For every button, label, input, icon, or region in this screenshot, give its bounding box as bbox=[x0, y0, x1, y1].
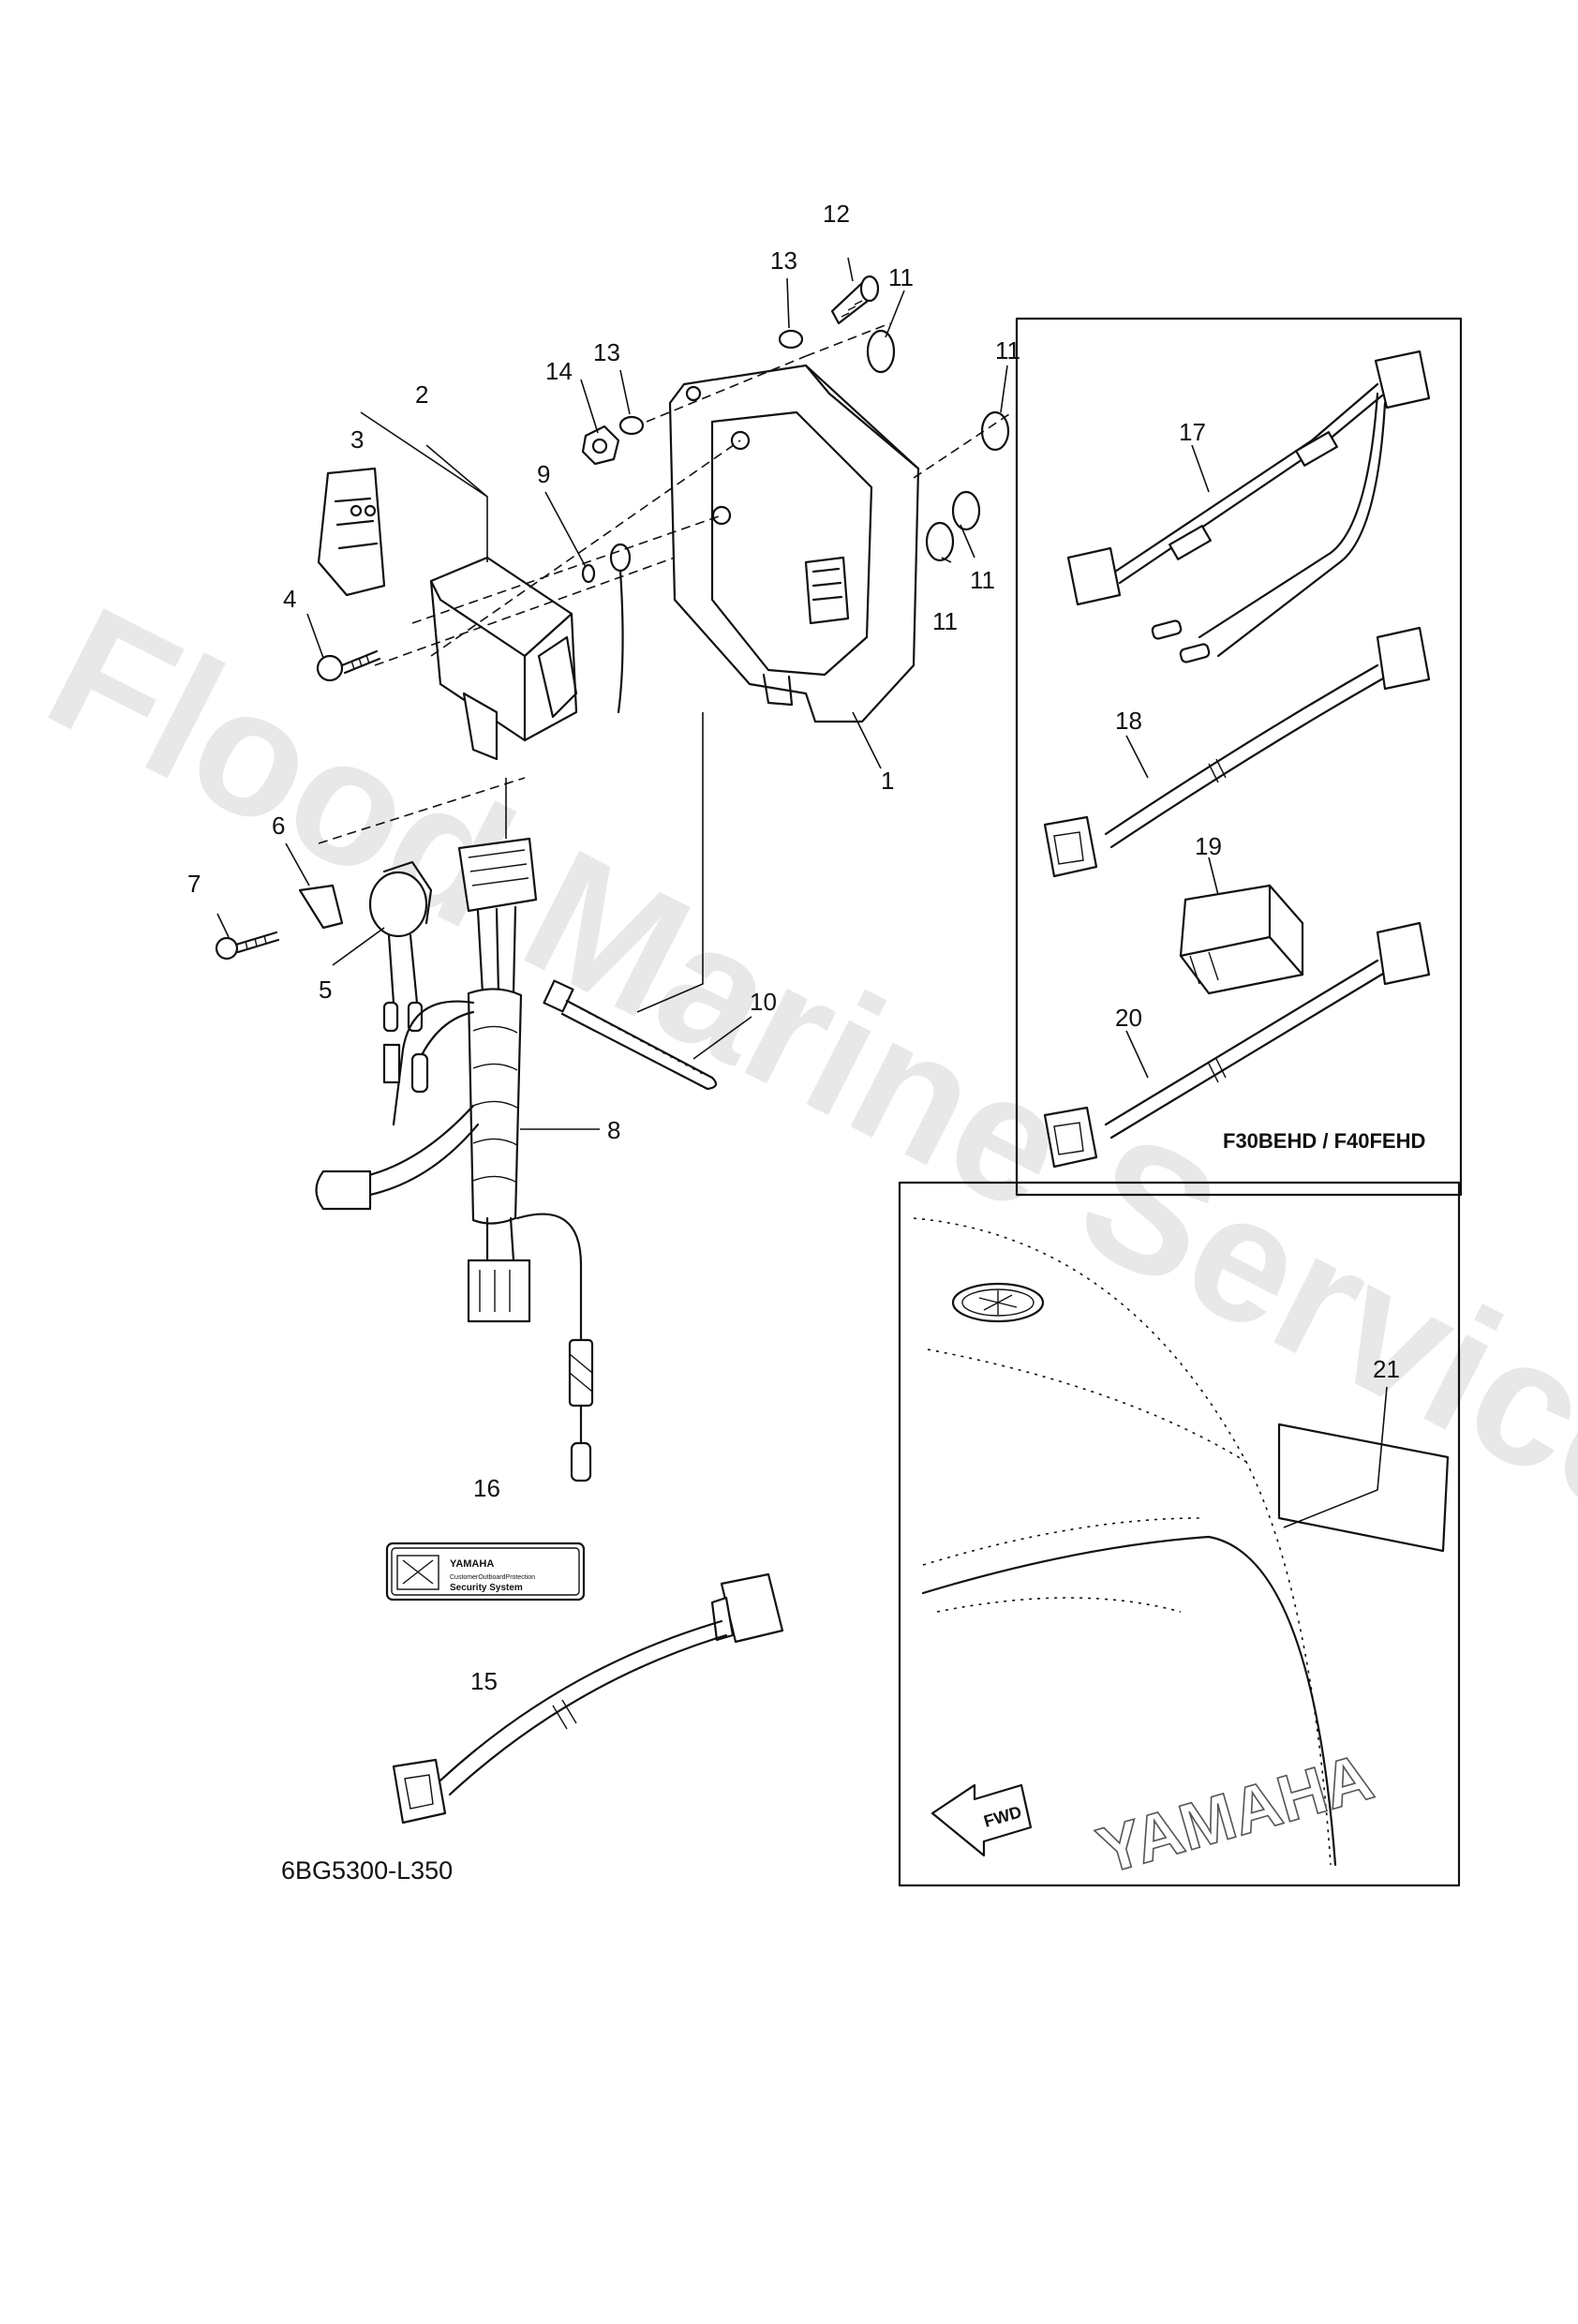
callout-17: 17 bbox=[1179, 418, 1206, 446]
decal-brand: YAMAHA bbox=[450, 1558, 494, 1570]
sensor-switch-part bbox=[215, 860, 433, 1033]
cdi-cover-part bbox=[317, 467, 386, 597]
inset-leader-lines bbox=[1125, 444, 1219, 1079]
harness-20-part bbox=[1043, 921, 1431, 1169]
callout-16: 16 bbox=[473, 1474, 500, 1502]
assembly-lines bbox=[318, 322, 1013, 1013]
inset-box: F30BEHD / F40FEHD bbox=[1015, 317, 1463, 1197]
watermark: Flood Marine Services bbox=[20, 570, 1578, 1605]
fwd-arrow-icon: FWD bbox=[930, 1783, 1033, 1857]
fasteners-part bbox=[581, 275, 880, 714]
harness-18-part bbox=[1043, 626, 1431, 878]
callout-11c: 11 bbox=[970, 566, 995, 594]
decal-line2: Security System bbox=[450, 1583, 523, 1593]
connector-19-part bbox=[1179, 884, 1304, 995]
callout-7: 7 bbox=[187, 870, 201, 898]
callout-labels: 1 2 3 4 5 6 7 8 9 10 11 11 11 11 12 13 1… bbox=[187, 200, 1400, 1695]
cowling-brand: YAMAHA bbox=[1090, 1740, 1381, 1888]
callout-11b: 11 bbox=[995, 336, 1020, 365]
callout-19: 19 bbox=[1195, 832, 1222, 860]
leader-lines bbox=[216, 257, 1008, 1130]
callout-9: 9 bbox=[537, 460, 550, 488]
housing-bracket-part bbox=[668, 364, 920, 723]
callout-13b: 13 bbox=[593, 338, 620, 366]
callout-8: 8 bbox=[607, 1116, 620, 1144]
callout-18: 18 bbox=[1115, 707, 1142, 735]
grommets-part bbox=[866, 329, 1010, 562]
decal-line1: CustomerOutboardProtection bbox=[450, 1574, 535, 1581]
wiring-harness-part bbox=[315, 837, 594, 1482]
callout-2: 2 bbox=[415, 380, 428, 409]
callout-21: 21 bbox=[1373, 1355, 1400, 1383]
diagram-code: 6BG5300-L350 bbox=[281, 1856, 453, 1885]
extension-cable-part bbox=[392, 1572, 784, 1825]
callout-15: 15 bbox=[470, 1667, 498, 1695]
callout-13a: 13 bbox=[770, 246, 797, 275]
callout-11a: 11 bbox=[888, 263, 914, 291]
callout-5: 5 bbox=[319, 976, 332, 1004]
inset-box-label: F30BEHD / F40FEHD bbox=[1223, 1129, 1425, 1153]
callout-6: 6 bbox=[272, 812, 285, 840]
cdi-unit-part bbox=[429, 556, 578, 761]
callout-12: 12 bbox=[823, 200, 850, 228]
callout-10: 10 bbox=[750, 988, 777, 1016]
security-decal-part: YAMAHA CustomerOutboardProtection Securi… bbox=[385, 1542, 586, 1601]
callout-1: 1 bbox=[881, 767, 894, 795]
callout-4: 4 bbox=[283, 585, 296, 613]
callout-3: 3 bbox=[350, 425, 364, 454]
cable-tie-part bbox=[543, 979, 718, 1091]
callout-14: 14 bbox=[545, 357, 573, 385]
bolt-part bbox=[316, 649, 381, 682]
harness-17-part bbox=[1066, 350, 1431, 663]
callout-20: 20 bbox=[1115, 1004, 1142, 1032]
callout-11d: 11 bbox=[932, 607, 958, 635]
